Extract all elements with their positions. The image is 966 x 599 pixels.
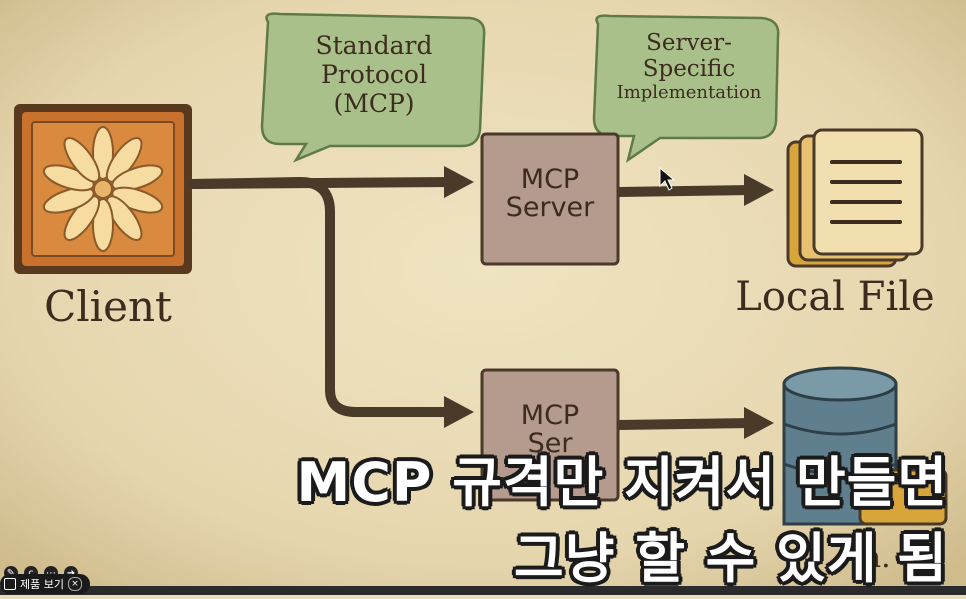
bubble-standard-protocol — [260, 12, 486, 163]
mouse-cursor-icon — [659, 166, 676, 191]
mcp-server-top-box — [480, 132, 620, 266]
arrowheads — [444, 166, 774, 439]
bubble-standard-protocol-text: Standard Protocol (MCP) — [276, 31, 472, 118]
database-label-partial: a. — [863, 540, 891, 575]
mcp-server-top-line1: MCP — [520, 164, 580, 195]
bag-icon — [4, 578, 16, 590]
client-label: Client — [44, 282, 172, 331]
arrows — [187, 177, 757, 430]
subtitle-line2: 그냥 할 수 있게 됨 — [514, 527, 948, 590]
bubble-left-line2: Protocol — [321, 59, 427, 89]
arrow-client-to-top — [187, 177, 457, 189]
bubble-right-line1: Server- — [646, 30, 732, 56]
document-stack-icon — [786, 128, 924, 268]
view-product-label: 제품 보기 — [20, 578, 64, 591]
bubble-left-line1: Standard — [315, 31, 433, 60]
database-icon — [782, 366, 948, 526]
mcp-server-bottom-box — [480, 368, 620, 502]
mcp-server-bottom-text: MCP Ser — [482, 400, 618, 460]
local-file-label: Local File — [735, 274, 935, 320]
bubble-right-line2: Specific — [642, 56, 736, 83]
mcp-server-top-line2: Server — [505, 192, 595, 224]
mcp-server-bottom-line2: Ser — [527, 428, 573, 460]
arrow-server-to-db — [613, 418, 757, 430]
mcp-server-bottom-line1: MCP — [520, 400, 580, 431]
arrow-server-to-file — [613, 185, 757, 197]
close-icon[interactable]: × — [67, 577, 82, 591]
video-bottom-bar — [0, 586, 966, 595]
bubble-right-line3: Implementation — [616, 81, 762, 103]
subtitle-line1: MCP 규격만 지켜서 만들면 — [296, 451, 948, 514]
view-product-button[interactable]: 제품 보기 × — [0, 574, 90, 594]
flower-icon — [42, 126, 164, 252]
bubble-server-specific-text: Server- Specific Implementation — [600, 30, 778, 104]
mcp-server-top-text: MCP Server — [482, 164, 618, 224]
bubble-left-line3: (MCP) — [333, 88, 415, 118]
